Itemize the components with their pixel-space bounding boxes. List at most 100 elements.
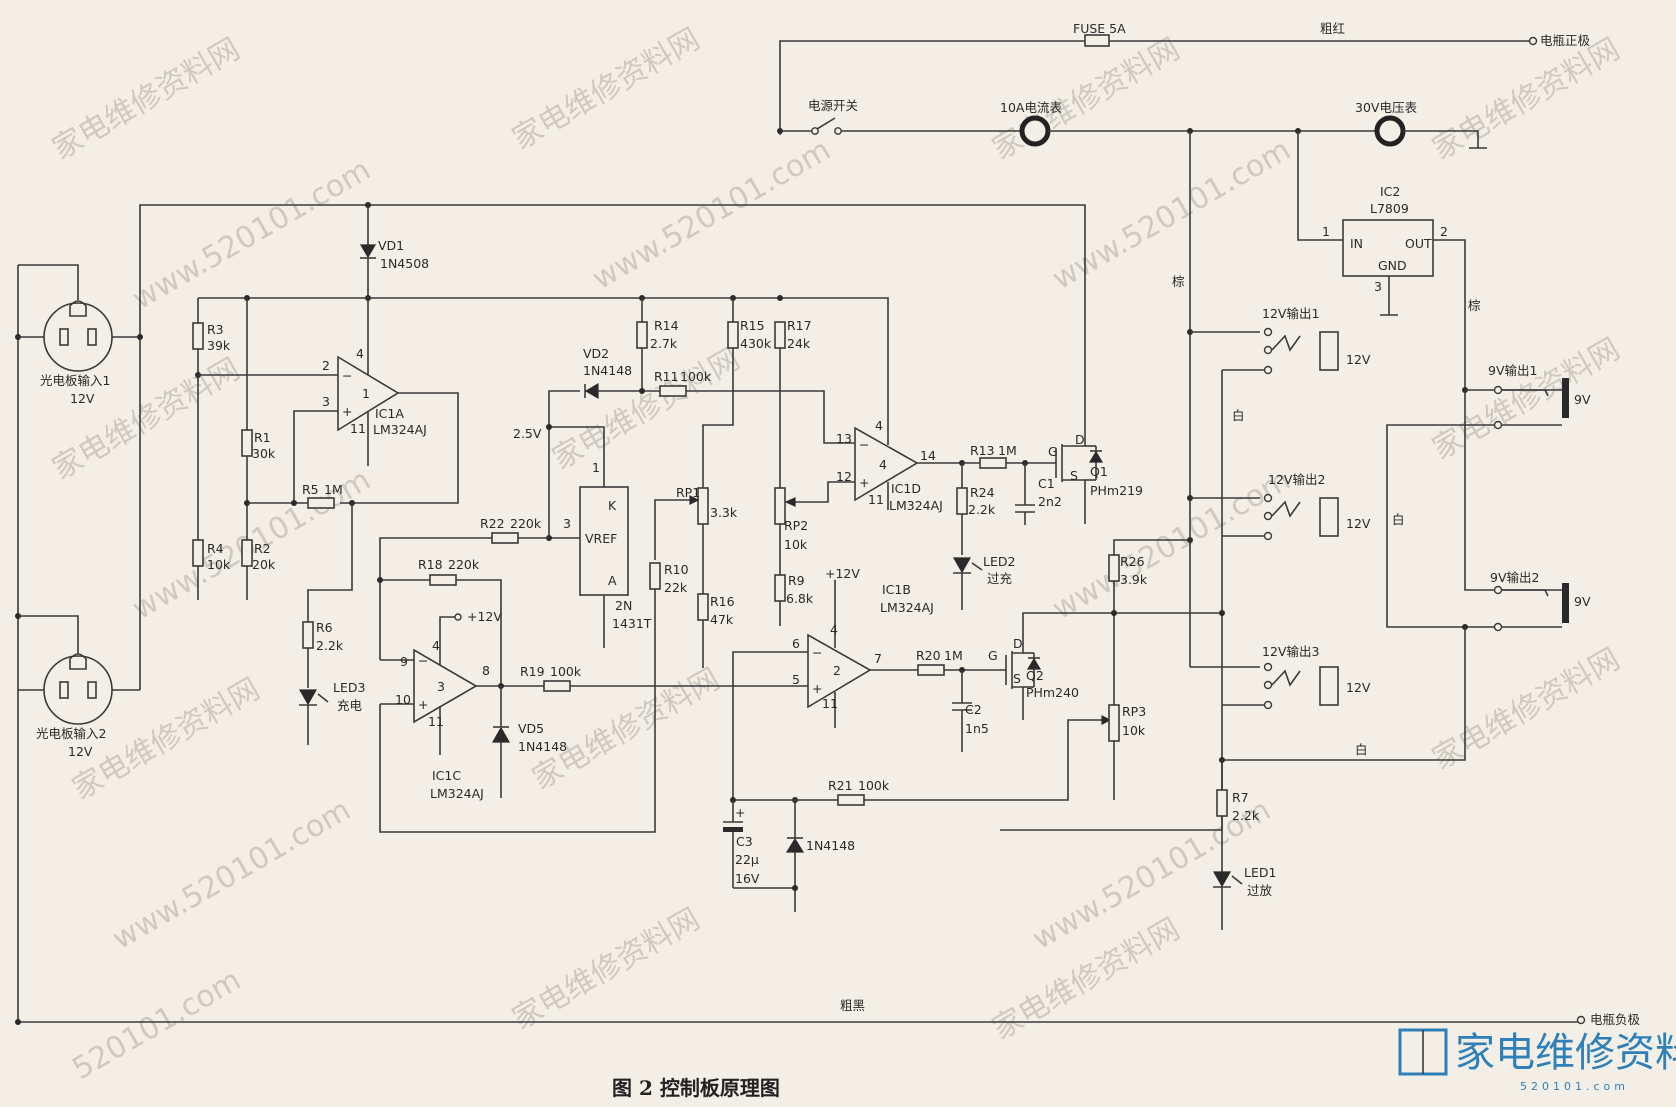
r18-value: 220k <box>448 557 480 572</box>
opamp-ic1b: − + 2 6 5 4 11 7 +12V IC1B LM324AJ <box>732 566 934 800</box>
light-arrow <box>1231 875 1243 885</box>
light-arrow <box>971 562 983 571</box>
resistor-r18: R18 220k <box>380 557 502 686</box>
q1-ref: Q1 <box>1090 464 1108 479</box>
watermark-text: 家电维修资料网 <box>47 32 246 167</box>
r7-value: 2.2k <box>1232 808 1260 823</box>
r16-value: 47k <box>710 612 734 627</box>
thick-red-label: 粗红 <box>1320 21 1345 36</box>
c1-ref: C1 <box>1038 476 1055 491</box>
capacitor-c3: + C3 22μ 16V <box>723 800 760 888</box>
ic2-ref: IC2 <box>1380 184 1400 199</box>
r19-value: 100k <box>550 664 582 679</box>
watermark-text: 家电维修资料网 <box>1427 642 1626 777</box>
figure-caption: 图 2 控制板原理图 <box>612 1076 780 1100</box>
pin-label: 11 <box>350 421 366 436</box>
pot-rp1: RP1 3.3k <box>654 485 738 594</box>
ic2-pin2: 2 <box>1440 224 1448 239</box>
junction <box>777 128 783 134</box>
r20-value: 1M <box>944 648 963 663</box>
minus-sign: − <box>342 368 352 383</box>
resistor-r4: R4 10k <box>192 539 231 600</box>
r1-value: 30k <box>252 446 276 461</box>
rp3-ref: RP3 <box>1122 704 1146 719</box>
brown-label-2: 棕 <box>1468 298 1481 313</box>
led3: LED3 充电 <box>298 680 365 745</box>
vref-label: VREF <box>585 531 617 546</box>
input-2-label: 光电板输入2 <box>36 726 106 741</box>
diode-vd1: VD1 1N4508 <box>359 205 429 298</box>
c3-ref: C3 <box>736 834 753 849</box>
ic2-gnd: GND <box>1378 258 1407 273</box>
junction <box>291 500 297 506</box>
resistor-r15: R15 430k <box>702 298 772 488</box>
junction <box>639 388 645 394</box>
minus-sign: − <box>418 653 428 668</box>
pin-label: 2 <box>322 358 330 373</box>
plus-sign: + <box>342 404 352 419</box>
resistor-r20: R20 1M <box>916 648 1006 676</box>
opamp-ic1d: − + 4 13 12 4 11 14 IC1D LM324AJ <box>836 418 962 513</box>
junction <box>1111 610 1117 616</box>
output-12v-1-v: 12V <box>1346 352 1371 367</box>
watermark-text: 家电维修资料网 <box>507 22 706 157</box>
battery-positive-label: 电瓶正极 <box>1540 33 1591 48</box>
vref-tl431: 2.5V 1 K VREF A 3 2N 1431T <box>513 426 652 648</box>
r22-ref: R22 <box>480 516 505 531</box>
solar-input-2: 光电板输入2 12V <box>18 615 140 759</box>
pin-label: 6 <box>792 636 800 651</box>
pin-label: 4 <box>356 346 364 361</box>
vref-pin3: 3 <box>563 516 571 531</box>
resistor-r5: R5 1M <box>247 482 343 509</box>
ref-2v5-label: 2.5V <box>513 426 542 441</box>
resistor-r16: R16 47k <box>697 593 735 668</box>
solar-input-1: 光电板输入1 12V <box>18 264 140 406</box>
q2-gate: G <box>988 648 998 663</box>
diode-vd2: VD2 1N4148 <box>548 346 660 436</box>
pin-label: 11 <box>428 714 444 729</box>
opamp-ic1c: − + 3 9 10 4 11 8 +12V IC1C LM324AJ <box>379 588 656 833</box>
vplus-bus <box>198 297 889 430</box>
logo-text: 家电维修资料网 <box>1455 1030 1676 1076</box>
fuse <box>1084 34 1110 47</box>
ic1d-num: 4 <box>879 457 887 472</box>
resistor-r17: R17 24k <box>774 318 812 488</box>
resistor-r13: R13 1M <box>962 443 1056 469</box>
r3-ref: R3 <box>207 322 224 337</box>
battery-positive-terminal <box>1528 36 1538 46</box>
led3-label: 充电 <box>337 698 363 713</box>
ic1d-ref: IC1D <box>891 481 921 496</box>
q2-drain: D <box>1013 636 1023 651</box>
vref-a: A <box>608 573 617 588</box>
c2-ref: C2 <box>965 702 982 717</box>
resistor-r9: R9 6.8k <box>774 573 814 626</box>
watermark-url: www.520101.com <box>127 152 377 317</box>
r13-value: 1M <box>998 443 1017 458</box>
vd2-part: 1N4148 <box>583 363 632 378</box>
rp1-ref: RP1 <box>676 485 700 500</box>
capacitor-c2: C2 1n5 <box>952 670 989 752</box>
resistor-r21: R21 100k <box>733 715 1112 806</box>
pin-label: 5 <box>792 672 800 687</box>
vd5-ref: VD5 <box>518 721 544 736</box>
junction <box>377 577 383 583</box>
solar-positive-bus <box>139 204 1086 690</box>
resistor-r1: R1 30k <box>241 298 276 540</box>
ic1b-num: 2 <box>833 663 841 678</box>
r17-ref: R17 <box>787 318 812 333</box>
input-2-voltage: 12V <box>68 744 93 759</box>
battery-negative-terminal <box>1576 1015 1586 1025</box>
resistor-r19: R19 100k <box>520 664 808 692</box>
ic2-out: OUT <box>1405 236 1432 251</box>
ic2-in: IN <box>1350 236 1363 251</box>
pin-label: 3 <box>322 394 330 409</box>
rp2-ref: RP2 <box>784 518 808 533</box>
r4-value: 10k <box>207 557 231 572</box>
logo-url: 520101.com <box>1520 1080 1629 1093</box>
ic2-part: L7809 <box>1370 201 1409 216</box>
output-9v-2-label: 9V输出2 <box>1490 570 1539 585</box>
vref-k: K <box>608 498 617 513</box>
white-label-3: 白 <box>1355 742 1368 757</box>
white-label-2: 白 <box>1392 512 1405 527</box>
led2: LED2 过充 <box>952 554 1015 610</box>
